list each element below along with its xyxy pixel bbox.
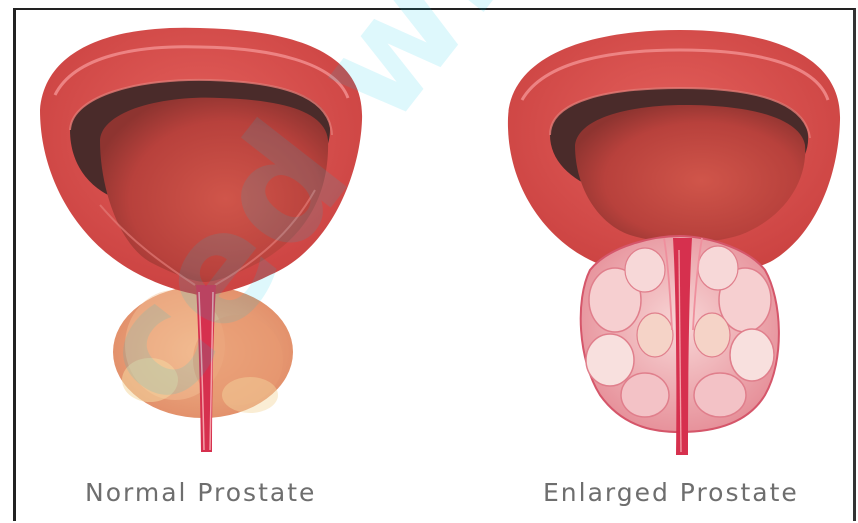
normal-prostate-caption: Normal Prostate (85, 478, 316, 507)
enlarged-prostate-caption: Enlarged Prostate (543, 478, 799, 507)
enlarged-prostate-figure (508, 30, 840, 455)
normal-prostate-figure (40, 28, 362, 452)
